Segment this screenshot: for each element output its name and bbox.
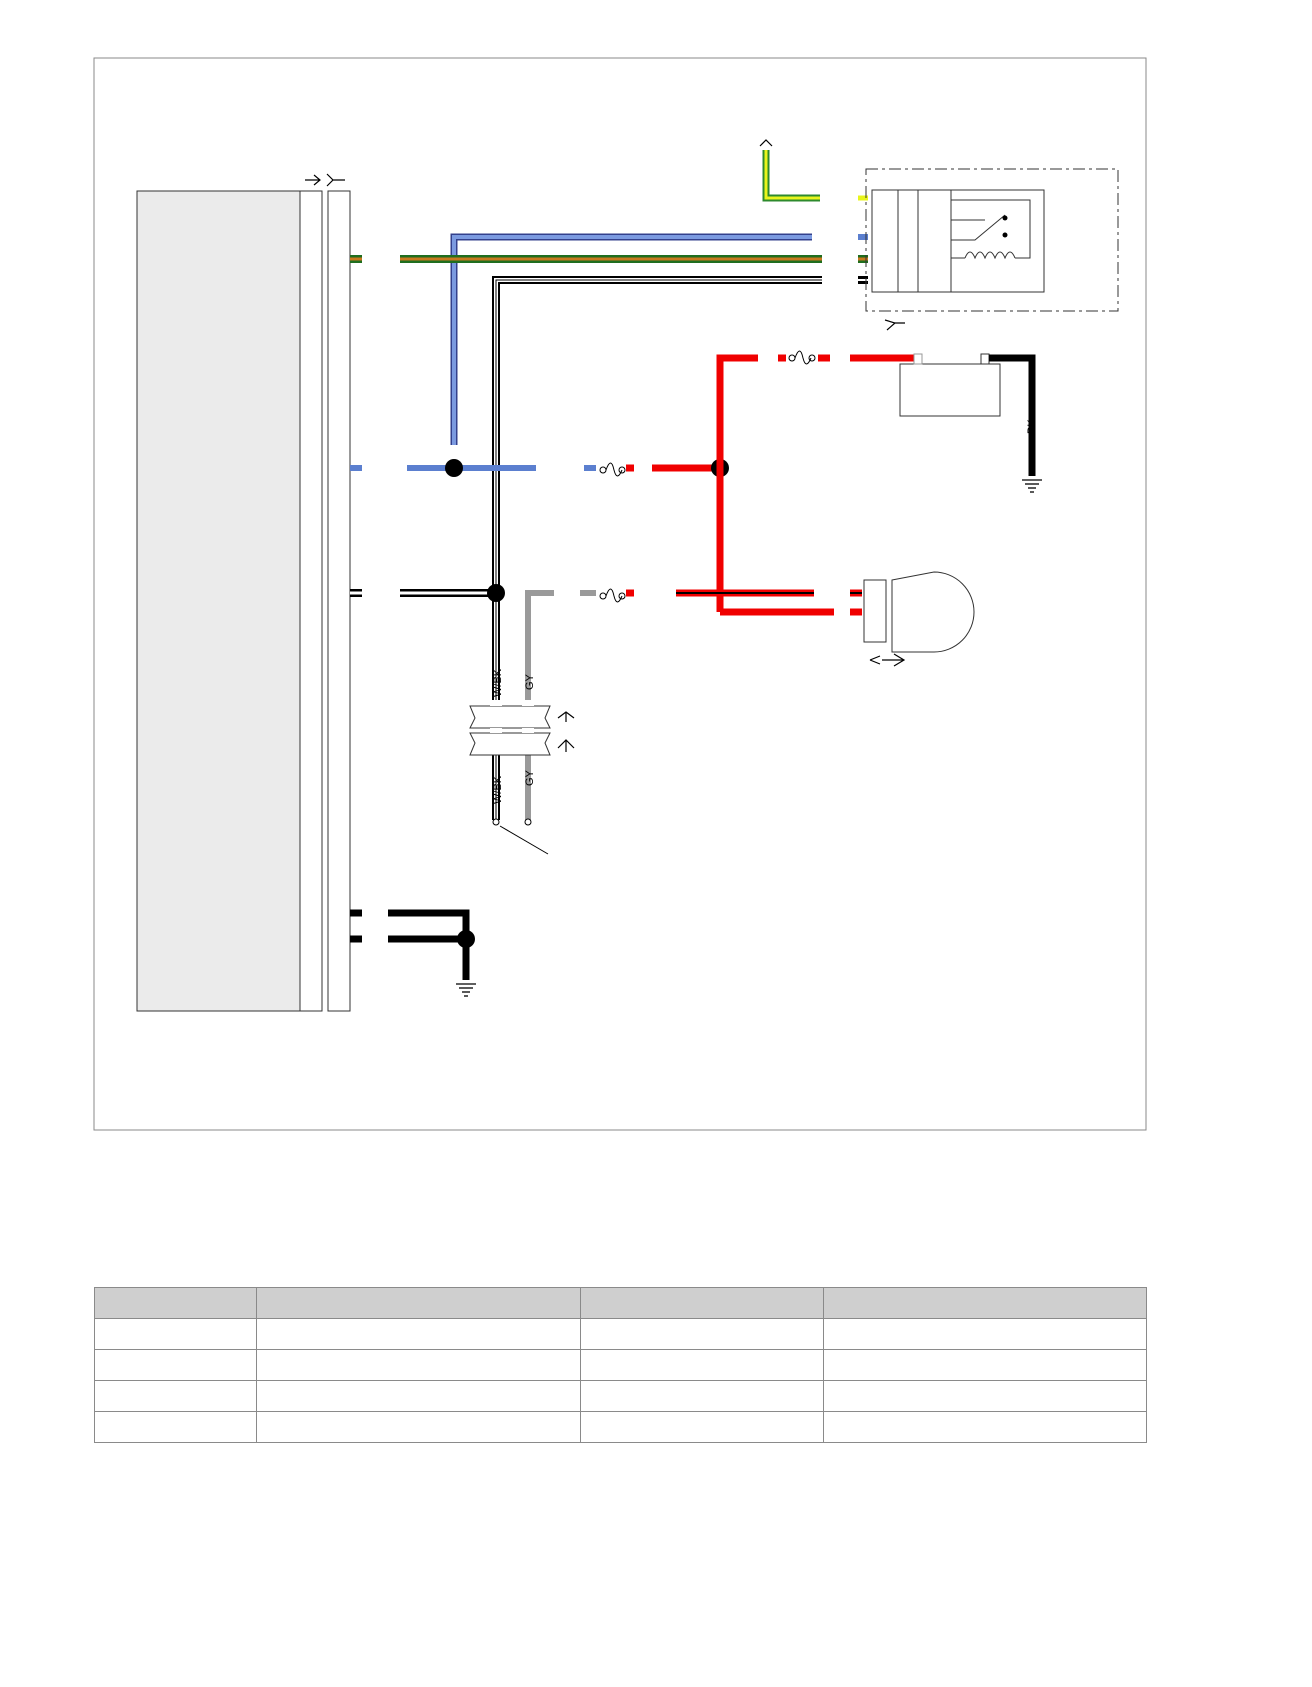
legend-header-cell	[94, 1287, 257, 1319]
fuse-icon	[599, 462, 626, 477]
table-cell	[823, 1380, 1147, 1412]
table-cell	[823, 1318, 1147, 1350]
lamp-icon	[863, 571, 975, 667]
table-cell	[256, 1318, 581, 1350]
table-row	[94, 1349, 1147, 1381]
table-cell	[580, 1380, 824, 1412]
table-cell	[94, 1380, 257, 1412]
table-cell	[580, 1349, 824, 1381]
wire-label-wbk-lower: W/BK	[492, 775, 504, 804]
ground-icon	[1022, 479, 1042, 493]
legend-header-cell	[256, 1287, 581, 1319]
wire-terminal-ends	[490, 700, 549, 855]
table-cell	[256, 1380, 581, 1412]
wire-black-ground-bottom	[350, 909, 470, 980]
wire-red-battery	[716, 354, 918, 612]
ground-icon	[456, 983, 476, 997]
legend-header-row	[94, 1287, 1147, 1319]
wire-white-black	[492, 276, 868, 820]
table-cell	[823, 1411, 1147, 1443]
fuse-icon	[788, 350, 816, 365]
connector-icon	[305, 173, 345, 187]
splice-icon	[457, 930, 475, 948]
legend-header-cell	[823, 1287, 1147, 1319]
wiring-diagram: BK W/BK GY W/BK GY	[93, 57, 1147, 1131]
legend-header-cell	[580, 1287, 824, 1319]
table-row	[94, 1380, 1147, 1412]
table-cell	[94, 1349, 257, 1381]
splice-icon	[487, 584, 505, 602]
wire-yellow-green	[759, 139, 868, 202]
splice-icon	[445, 459, 463, 477]
wire-red-black-lamp	[626, 589, 862, 616]
table-cell	[823, 1349, 1147, 1381]
table-cell	[94, 1318, 257, 1350]
table-cell	[580, 1411, 824, 1443]
control-module	[136, 190, 351, 1012]
relay-icon	[865, 168, 1119, 331]
table-row	[94, 1411, 1147, 1443]
wire-black-battery-ground	[989, 354, 1036, 476]
table-cell	[580, 1318, 824, 1350]
wire-label-gy-upper: GY	[524, 673, 536, 690]
diagram-frame	[93, 57, 1147, 1131]
wire-label-wbk-upper: W/BK	[492, 668, 504, 697]
table-cell	[94, 1411, 257, 1443]
fuse-icon	[599, 588, 626, 603]
legend-table	[94, 1287, 1147, 1443]
wire-label-bk: BK	[1026, 419, 1038, 434]
wire-label-gy-lower: GY	[524, 769, 536, 786]
wire-blue-relay	[450, 233, 812, 445]
table-cell	[256, 1411, 581, 1443]
battery-icon	[899, 353, 1001, 417]
table-row	[94, 1318, 1147, 1350]
connector-icon	[469, 705, 575, 756]
table-cell	[256, 1349, 581, 1381]
